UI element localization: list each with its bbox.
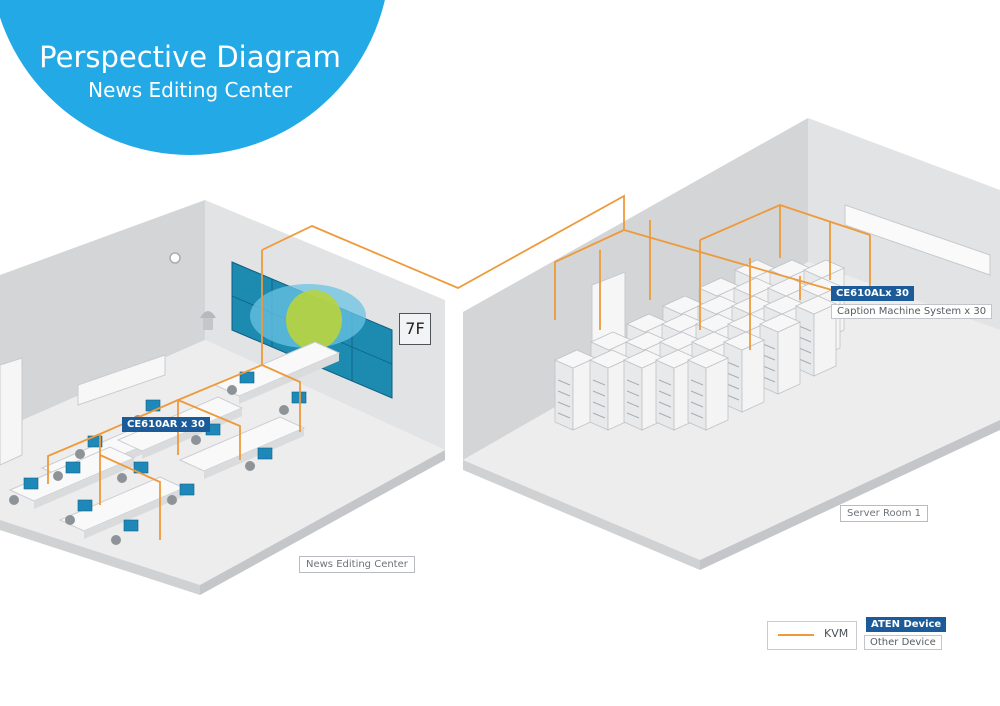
editing-floor-edge-right	[200, 450, 445, 595]
editing-room	[0, 200, 445, 595]
server-rack	[554, 349, 596, 431]
legend-aten-label: ATEN Device	[866, 617, 947, 632]
server-window	[844, 204, 991, 276]
server-back-wall-right	[808, 118, 1000, 330]
editing-cabinets	[77, 354, 166, 406]
legend-kvm-label: KVM	[824, 627, 849, 640]
server-rack-group	[554, 259, 845, 431]
server-rack	[795, 295, 837, 377]
diagram-subtitle: News Editing Center	[88, 78, 292, 102]
legend-cable: KVM	[767, 621, 857, 650]
server-rack	[589, 349, 631, 431]
server-room-caption: Server Room 1	[840, 505, 928, 522]
server-rack	[687, 349, 729, 431]
server-back-wall-left	[463, 118, 808, 460]
kvm-cable	[261, 364, 301, 432]
editing-door	[0, 357, 23, 466]
editing-back-wall-left	[0, 200, 205, 430]
editing-device-tag: CE610AR x 30	[122, 417, 210, 432]
floor-label: 7F	[399, 313, 431, 345]
monitor-group	[23, 371, 307, 532]
video-wall-logo	[286, 290, 342, 350]
kvm-cable	[554, 229, 625, 320]
kvm-cable-trunk	[261, 194, 833, 291]
legend-kvm-swatch	[778, 634, 814, 636]
legend-other-label: Other Device	[864, 635, 942, 650]
kvm-cable	[177, 399, 241, 460]
server-rack	[723, 331, 765, 413]
server-room	[463, 118, 1000, 570]
plant-icon	[200, 311, 216, 318]
clock-icon	[169, 252, 181, 264]
editing-room-caption: News Editing Center	[299, 556, 415, 573]
editing-floor-edge-left	[0, 520, 200, 595]
kvm-cable	[47, 433, 101, 484]
server-floor	[463, 262, 1000, 560]
server-rack	[759, 313, 801, 395]
diagram-title: Perspective Diagram	[39, 40, 341, 74]
title-circle	[0, 0, 385, 155]
kvm-cable	[99, 454, 161, 540]
server-other-device-tag: Caption Machine System x 30	[831, 304, 993, 319]
server-device-tag: CE610ALx 30	[831, 286, 915, 301]
